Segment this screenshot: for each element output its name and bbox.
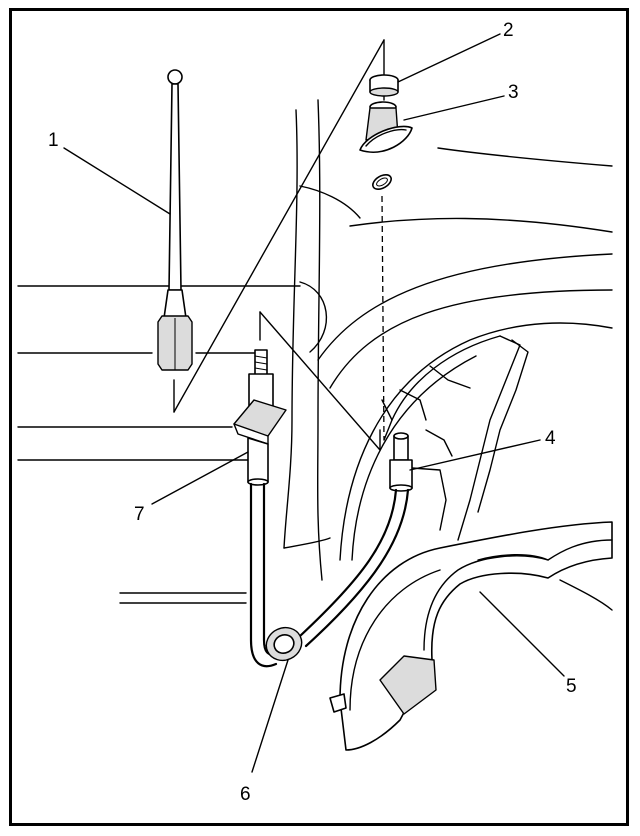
leader-line-7 (151, 451, 249, 505)
wheelhouse-liner (329, 521, 613, 751)
callout-4: 4 (545, 428, 556, 449)
leader-line-1 (63, 147, 171, 215)
callout-5: 5 (566, 676, 577, 697)
callout-3: 3 (508, 82, 519, 103)
antenna-mast (157, 69, 193, 371)
callout-6: 6 (240, 784, 251, 805)
antenna-cable-base (233, 349, 287, 486)
callout-7: 7 (134, 504, 145, 525)
vehicle-body-lines (17, 99, 613, 604)
antenna-bezel (359, 101, 413, 153)
projection-lines (173, 39, 385, 451)
leader-line-5 (479, 591, 565, 677)
callout-2: 2 (503, 20, 514, 41)
leader-lines (63, 33, 565, 773)
antenna-cable (249, 482, 410, 668)
leader-line-6 (251, 659, 289, 773)
leader-line-3 (403, 95, 505, 121)
callout-labels: 1 2 3 4 5 6 7 (48, 20, 577, 805)
cable-connector (389, 432, 413, 492)
leader-line-2 (397, 33, 501, 83)
cable-grommet (265, 626, 303, 662)
leader-line-4 (409, 439, 541, 471)
antenna-nut (369, 74, 399, 97)
callout-1: 1 (48, 130, 59, 151)
antenna-o-ring (372, 173, 392, 191)
